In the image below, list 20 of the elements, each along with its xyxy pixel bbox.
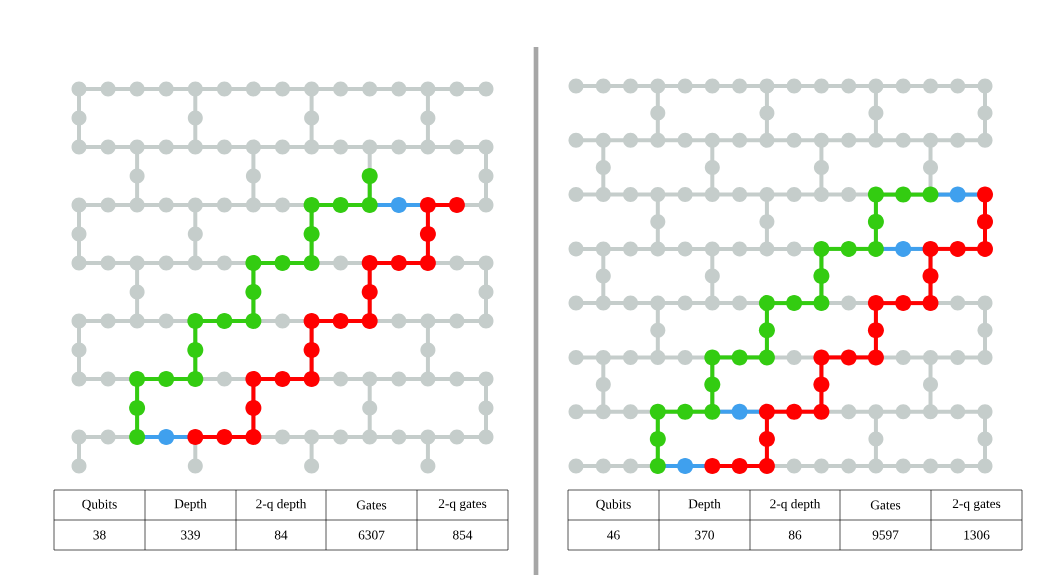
table-cell: 854 [453,530,473,540]
table-cell: Depth [174,498,207,512]
table-cell: Qubits [82,499,117,511]
table-cell: Gates [356,500,387,510]
table-cell: 370 [695,530,714,540]
table-cell: 84 [274,530,288,540]
table-cell: Depth [688,498,721,512]
table-cell: 46 [607,530,620,540]
table-cell: 2-q gates [438,499,487,511]
table-cell: 6307 [358,530,385,540]
table-cell: Gates [870,500,901,510]
table-cell: 86 [788,530,802,540]
table-cell: Qubits [596,499,631,511]
table-cell: 38 [93,530,106,540]
table-cell: 339 [181,530,200,540]
table-cell: 2-q depth [256,498,307,512]
table-cell: 2-q gates [952,499,1001,511]
table-cell: 2-q depth [770,498,821,512]
table-cell: 9597 [872,530,899,540]
table-cell: 1306 [964,530,990,540]
